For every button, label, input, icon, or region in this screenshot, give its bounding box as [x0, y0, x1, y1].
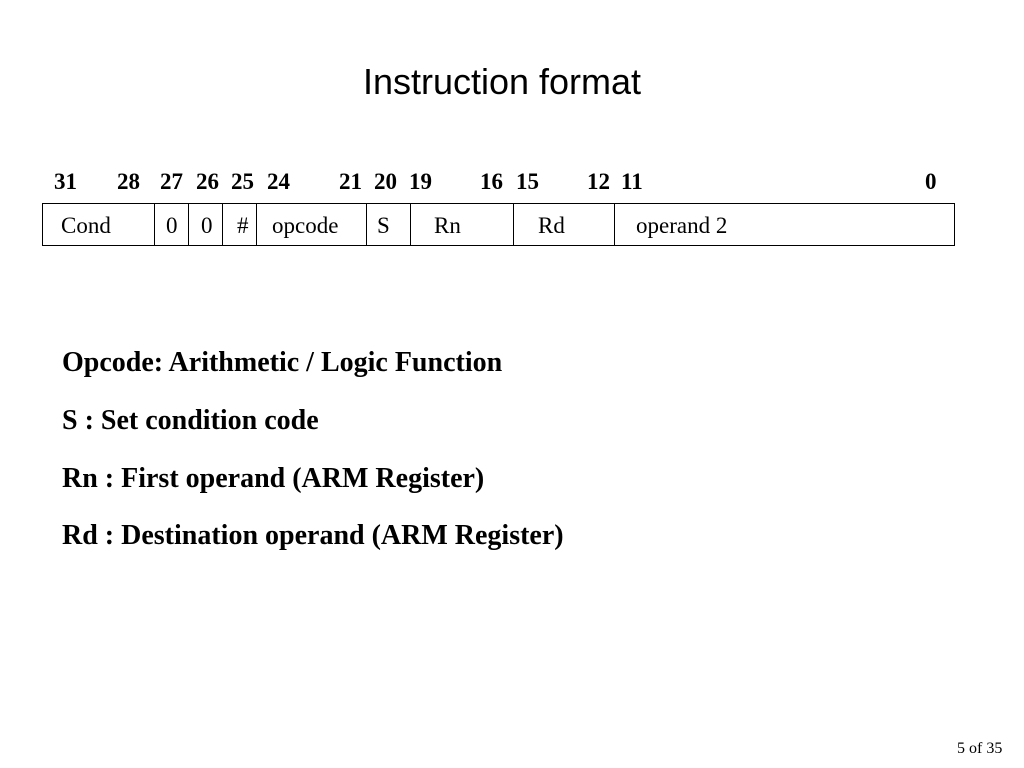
bit-label: 28 [117, 169, 140, 194]
definition-s: S : Set condition code [62, 405, 319, 436]
page-number: 5 of 35 [957, 740, 1003, 757]
bit-label: 12 [587, 169, 610, 194]
field-cond: Cond [61, 213, 111, 238]
bit-label: 21 [339, 169, 362, 194]
instruction-format-box: Cond 0 0 # opcode S Rn Rd operand 2 [42, 203, 955, 246]
field-divider [614, 204, 615, 245]
bit-label: 11 [621, 169, 643, 194]
definition-opcode: Opcode: Arithmetic / Logic Function [62, 347, 503, 378]
bit-label: 19 [409, 169, 432, 194]
bit-label: 16 [480, 169, 503, 194]
field-opcode: opcode [272, 213, 339, 238]
bit-label: 27 [160, 169, 183, 194]
field-s: S [377, 213, 390, 238]
field-divider [154, 204, 155, 245]
bit-label: 20 [374, 169, 397, 194]
field-bit-27: 0 [166, 213, 178, 238]
field-divider [188, 204, 189, 245]
bit-label: 0 [925, 169, 937, 194]
bit-label: 24 [267, 169, 290, 194]
field-rd: Rd [538, 213, 565, 238]
field-bit-26: 0 [201, 213, 213, 238]
field-operand-2: operand 2 [636, 213, 728, 238]
field-divider [222, 204, 223, 245]
field-divider [256, 204, 257, 245]
bit-label: 15 [516, 169, 539, 194]
slide-title: Instruction format [362, 61, 642, 102]
field-divider [513, 204, 514, 245]
field-divider [410, 204, 411, 245]
field-divider [366, 204, 367, 245]
field-immediate: # [237, 213, 249, 238]
bit-label: 31 [54, 169, 77, 194]
definition-rn: Rn : First operand (ARM Register) [62, 463, 485, 494]
bit-label: 26 [196, 169, 219, 194]
definition-rd: Rd : Destination operand (ARM Register) [62, 520, 564, 551]
bit-label: 25 [231, 169, 254, 194]
field-rn: Rn [434, 213, 461, 238]
